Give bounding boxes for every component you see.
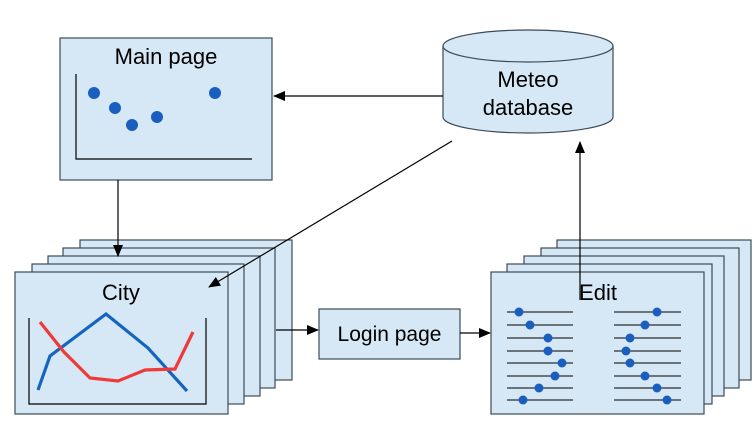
main-page-node: Main page [59,37,273,181]
scatter-dots [88,87,221,131]
slider-knob [625,358,635,368]
city-chart-axes [28,318,207,405]
scatter-dot [88,87,100,99]
edit-node-stack: Edit [490,239,752,415]
edges [113,91,585,338]
slider-knob [525,320,535,330]
edit-label: Edit [579,280,617,305]
city-node-stack: City [14,239,293,415]
login-page-node: Login page [318,308,461,360]
scatter-dot [151,111,163,123]
slider-knob [652,383,662,393]
slider-knob [550,371,560,381]
slider-knob [625,333,635,343]
slider-knob [621,346,631,356]
meteo-database-label-line1: Meteo [497,67,558,92]
slider-knob [640,320,650,330]
meteo-database-node: Meteo database [442,29,614,134]
edge-meteo-to-city [208,140,453,288]
slider-knob [543,333,553,343]
edit-front-sheet [490,271,705,415]
slider-knob [640,371,650,381]
city-label: City [102,280,140,305]
slider-knob [518,395,528,405]
scatter-dot [109,102,121,114]
edit-sliders [507,307,681,405]
main-page-axes [75,74,252,160]
slider-knob [514,307,524,317]
slider-knob [543,346,553,356]
main-page-label: Main page [115,44,218,69]
slider-knob [652,307,662,317]
city-front-sheet [14,271,229,415]
city-blue-line [36,311,189,393]
slider-knob [557,358,567,368]
slider-knob [534,383,544,393]
city-red-line [38,321,195,383]
meteo-database-label-line2: database [483,95,574,120]
scatter-dot [126,119,138,131]
scatter-dot [209,87,221,99]
slider-knob [662,395,672,405]
login-page-label: Login page [338,323,442,346]
